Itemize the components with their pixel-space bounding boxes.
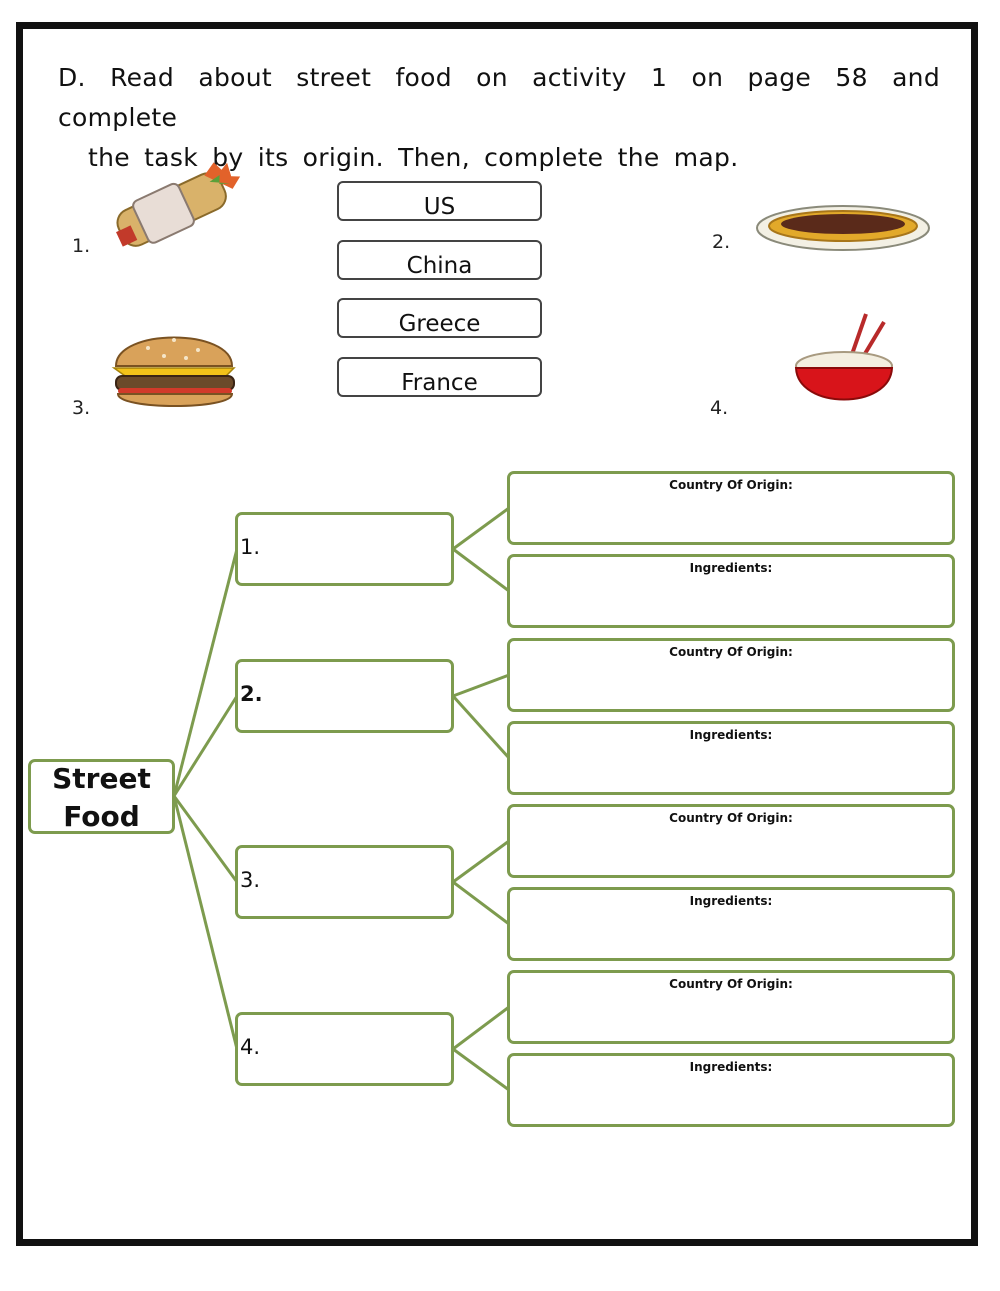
choice-france[interactable]: France	[337, 357, 542, 397]
choice-china[interactable]: China	[337, 240, 542, 280]
origin-box-1[interactable]: Country Of Origin:	[507, 471, 955, 545]
food-box-label-1: 1.	[240, 535, 261, 559]
origin-label: Country Of Origin:	[669, 478, 793, 492]
origin-box-2[interactable]: Country Of Origin:	[507, 638, 955, 712]
ingredients-label: Ingredients:	[689, 561, 773, 575]
food-box-label-3: 3.	[240, 868, 261, 892]
origin-label: Country Of Origin:	[669, 645, 793, 659]
food-box-3[interactable]: 3.	[235, 845, 454, 919]
ingredients-label: Ingredients:	[689, 728, 773, 742]
instruction-line-1: D. Read about street food on activity 1 …	[58, 63, 940, 132]
food-box-2[interactable]: 2.	[235, 659, 454, 733]
food-box-1[interactable]: 1.	[235, 512, 454, 586]
origin-label: Country Of Origin:	[669, 977, 793, 991]
ingredients-box-3[interactable]: Ingredients:	[507, 887, 955, 961]
picture-number-4: 4.	[710, 397, 729, 419]
instruction-line-2: the task by its origin. Then, complete t…	[88, 143, 739, 172]
food-box-label-4: 4.	[240, 1035, 261, 1059]
ingredients-box-4[interactable]: Ingredients:	[507, 1053, 955, 1127]
food-box-4[interactable]: 4.	[235, 1012, 454, 1086]
noodle-bowl-icon	[794, 313, 894, 401]
page-frame	[16, 22, 978, 1246]
picture-number-3: 3.	[72, 397, 91, 419]
picture-number-1: 1.	[72, 235, 91, 257]
origin-label: Country Of Origin:	[669, 811, 793, 825]
ingredients-box-2[interactable]: Ingredients:	[507, 721, 955, 795]
pizza-plate-icon	[756, 205, 930, 251]
origin-box-3[interactable]: Country Of Origin:	[507, 804, 955, 878]
instructions: D. Read about street food on activity 1 …	[58, 58, 940, 178]
origin-box-4[interactable]: Country Of Origin:	[507, 970, 955, 1044]
food-box-label-2: 2.	[240, 682, 263, 706]
choice-us[interactable]: US	[337, 181, 542, 221]
ingredients-box-1[interactable]: Ingredients:	[507, 554, 955, 628]
wrap-icon	[116, 162, 241, 247]
map-root-street-food: Street Food	[28, 759, 175, 834]
ingredients-label: Ingredients:	[689, 894, 773, 908]
burger-icon	[111, 336, 236, 407]
root-label: Street Food	[52, 762, 151, 833]
choice-greece[interactable]: Greece	[337, 298, 542, 338]
picture-number-2: 2.	[712, 231, 731, 253]
ingredients-label: Ingredients:	[689, 1060, 773, 1074]
